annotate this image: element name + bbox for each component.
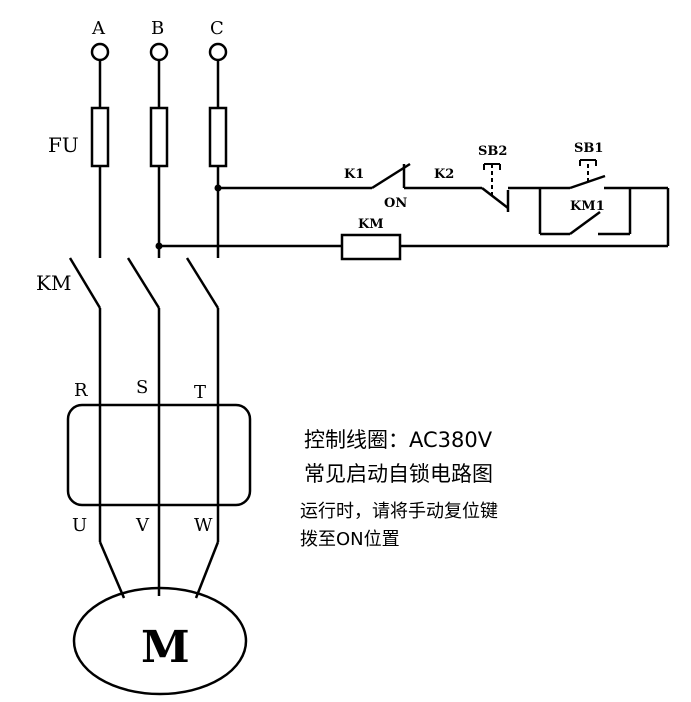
terminal-a-circle	[90, 42, 110, 62]
motor-circle	[72, 586, 248, 696]
on-label: ON	[384, 196, 407, 211]
supply-wires	[98, 60, 220, 108]
main-contactor-contacts	[68, 257, 220, 309]
sb1-label: SB1	[574, 141, 603, 156]
terminal-b-label: B	[151, 18, 164, 39]
terminal-c-circle	[208, 42, 228, 62]
motor-label: M	[141, 622, 190, 673]
fuse-c	[208, 106, 228, 168]
terminal-a-label: A	[91, 18, 106, 39]
fuse-b	[149, 106, 169, 168]
terminal-r-label: R	[74, 380, 88, 401]
overload-relay-block	[66, 403, 252, 507]
contactor-label: KM	[36, 271, 71, 295]
control-circuit	[159, 159, 670, 261]
terminal-c-label: C	[210, 18, 224, 39]
k1-label: K1	[344, 167, 364, 182]
contactor-to-relay-wires	[98, 308, 220, 596]
note-coil-voltage: 控制线圈：AC380V	[304, 428, 493, 452]
terminal-s-label: S	[136, 377, 148, 398]
km-coil	[340, 233, 402, 261]
motor-wires	[98, 541, 220, 599]
fuse-a	[90, 106, 110, 168]
k2-label: K2	[434, 167, 454, 182]
terminal-t-label: T	[194, 382, 206, 403]
sb2-label: SB2	[478, 144, 507, 159]
terminal-v-label: V	[135, 515, 150, 536]
coil-label: KM	[358, 217, 384, 232]
note-run-instruction-2: 拨至ON位置	[300, 529, 400, 550]
note-circuit-title: 常见启动自锁电路图	[304, 462, 493, 486]
note-run-instruction: 运行时，请将手动复位键	[300, 501, 498, 522]
terminal-u-label: U	[72, 515, 87, 536]
terminal-b-circle	[149, 42, 169, 62]
fuse-label: FU	[48, 133, 79, 157]
km1-label: KM1	[570, 199, 605, 214]
terminal-w-label: W	[194, 515, 213, 536]
